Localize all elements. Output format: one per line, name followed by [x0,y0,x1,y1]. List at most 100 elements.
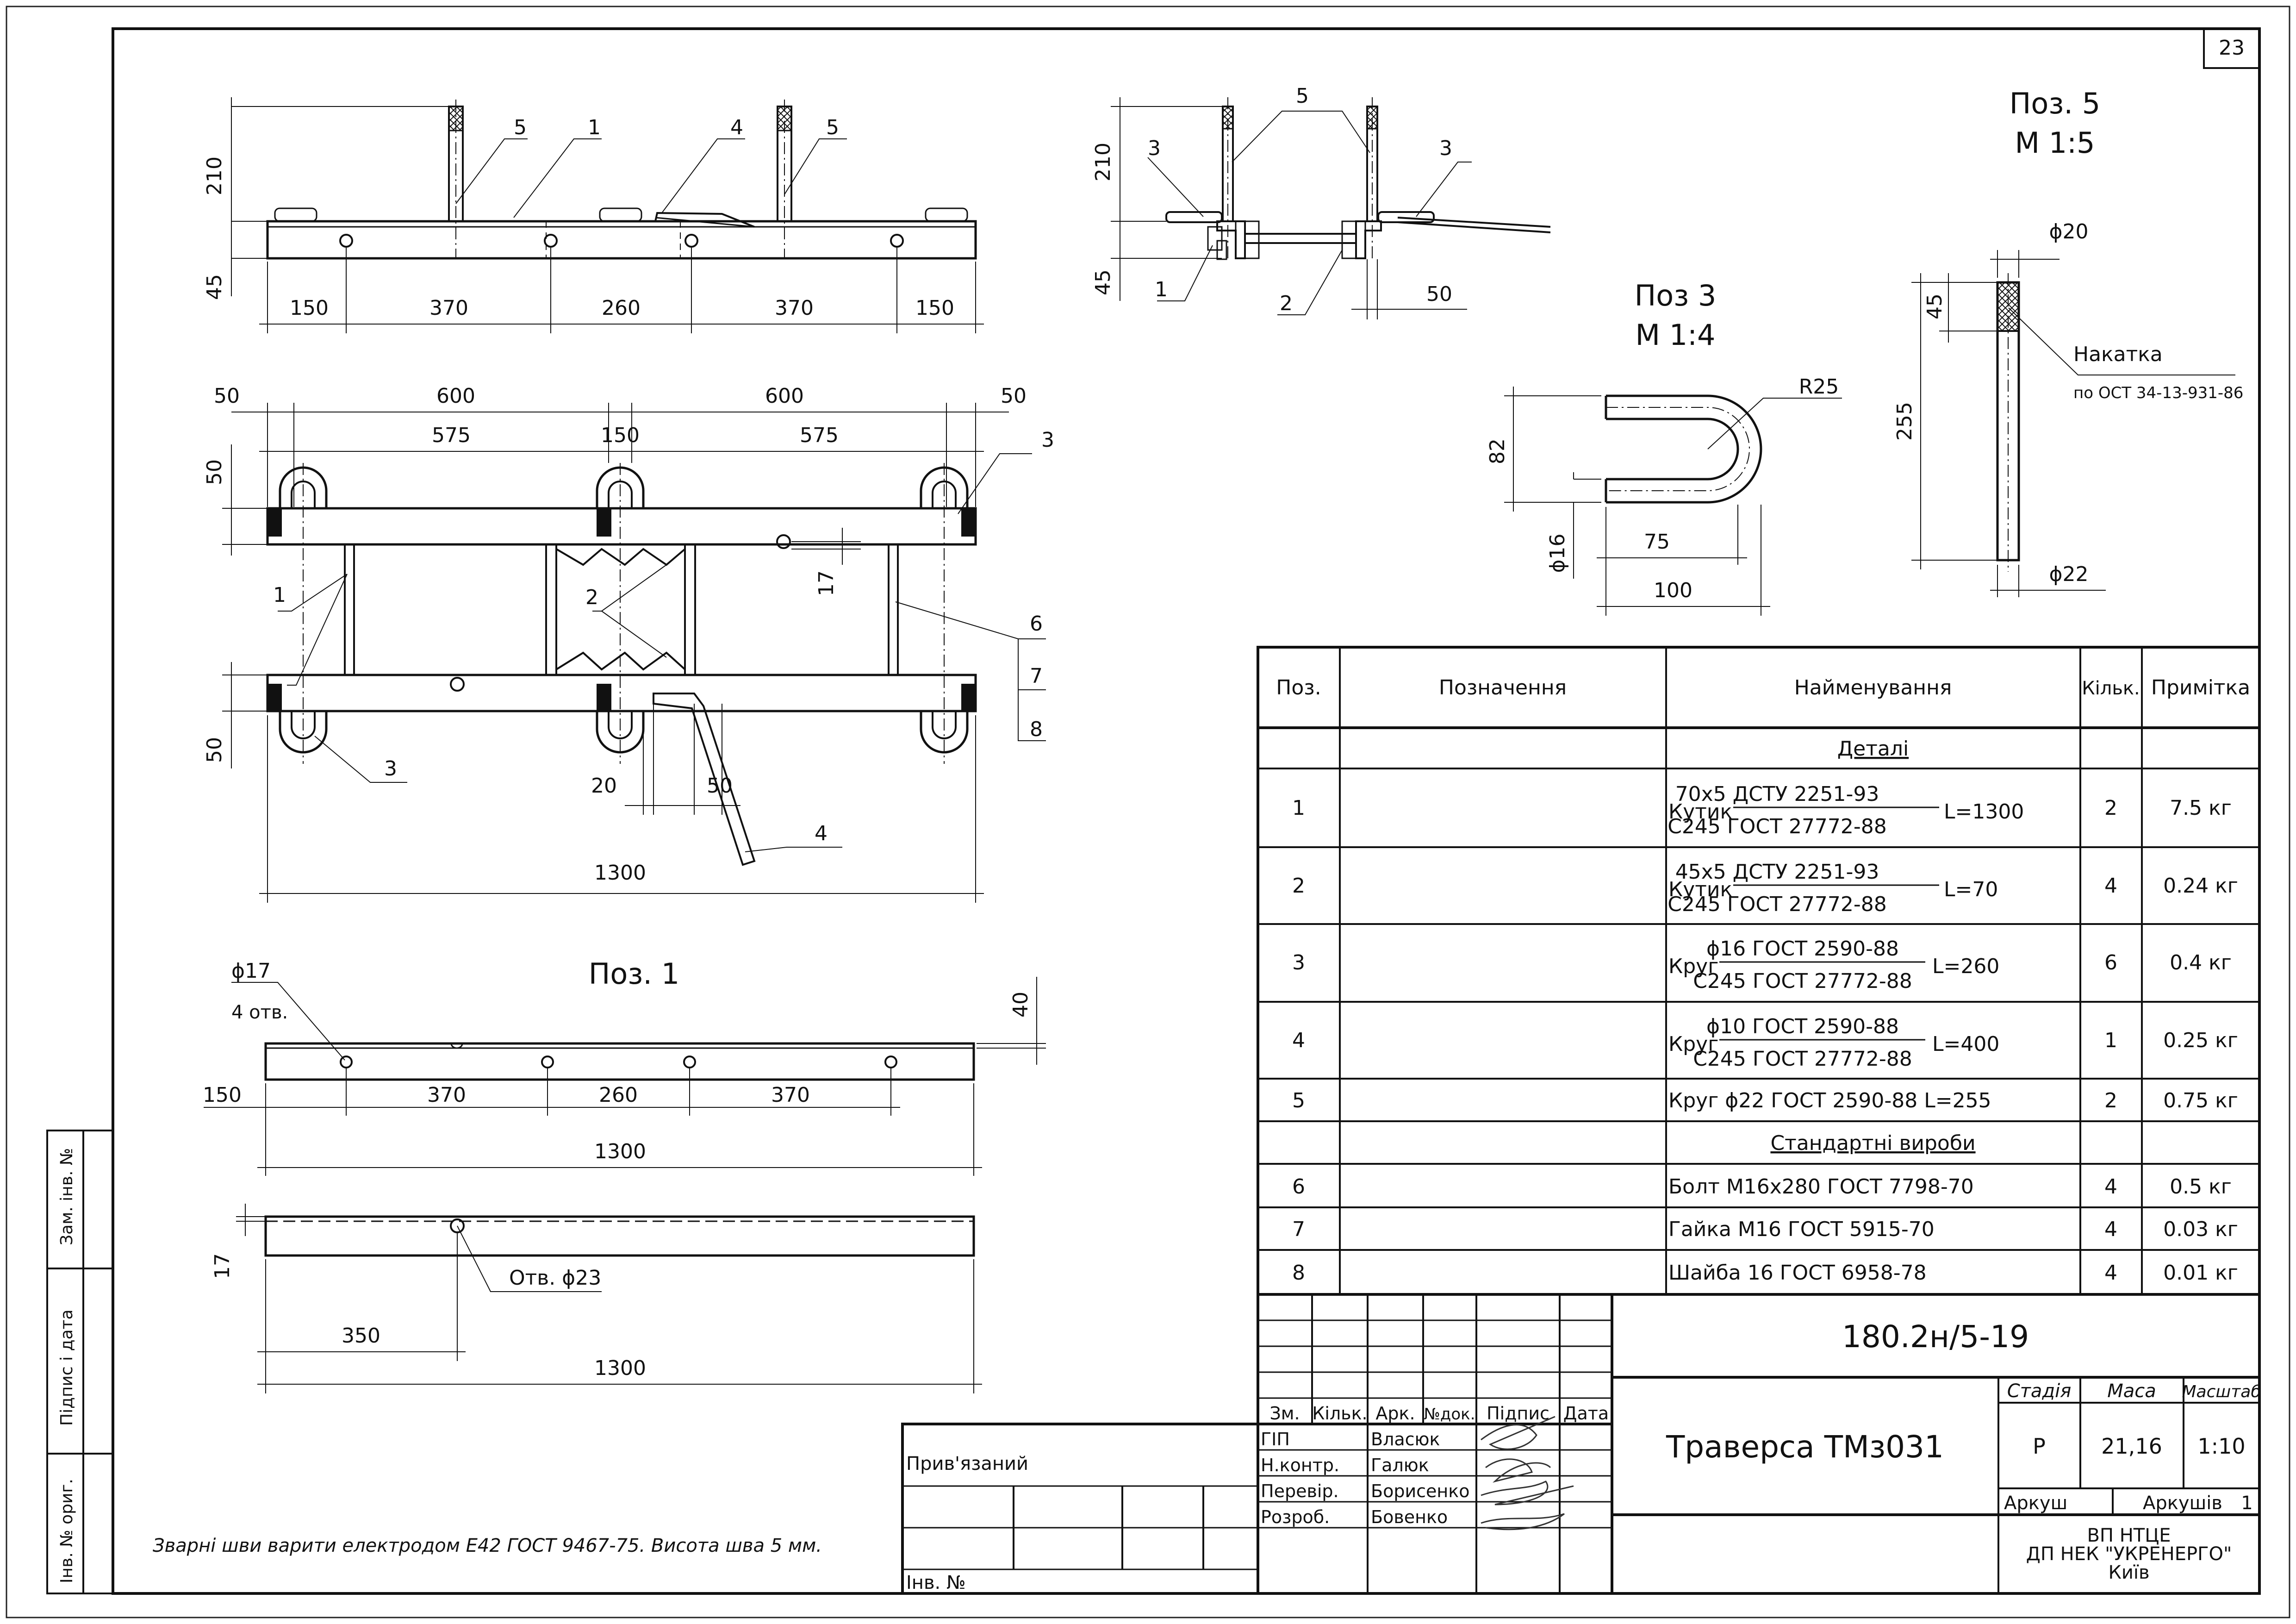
side-callout-5: 5 [1296,84,1309,108]
pos3-dim-outer: 100 [1654,579,1692,602]
tb-org-2: Київ [2108,1562,2149,1583]
front-callout-4: 4 [730,116,743,139]
spec-row-4: 4 Круг ϕ10 ГОСТ 2590-88 С245 ГОСТ 27772-… [1292,1015,2238,1071]
pos1-dim-370b: 370 [771,1083,810,1107]
spec-row-1-den: С245 ГОСТ 27772-88 [1668,815,1887,838]
spec-row-4-pos: 4 [1292,1029,1305,1052]
sheet-number-box [2203,28,2260,69]
front-callout-1: 1 [588,116,601,139]
spec-row-7-note: 0.03 кг [2163,1218,2238,1241]
pos3-scale: М 1:4 [1636,318,1716,352]
plan-dim-17: 17 [815,570,838,596]
left-stamp [46,1130,114,1594]
pos1-title: Поз. 1 [589,957,679,991]
spec-row-6-qty: 4 [2104,1175,2117,1199]
pos1-dim-350: 350 [342,1324,380,1348]
spec-row-7-qty: 4 [2104,1218,2117,1241]
pos3-diam: ϕ16 [1546,533,1569,573]
tb-org-1: ДП НЕК "УКРЕНЕРГО" [2026,1543,2232,1565]
spec-head-name: Найменування [1794,676,1952,700]
front-dim-0: 150 [290,296,329,320]
spec-row-8-text: Шайба 16 ГОСТ 6958-78 [1668,1261,1927,1285]
pos1-dim-total: 1300 [594,1140,646,1163]
pos1-dim-260: 260 [599,1083,638,1107]
stamp-replace-inv: Зам. інв. № [57,1148,76,1245]
spec-row-7: 7 Гайка М16 ГОСТ 5915-70 4 0.03 кг [1292,1218,2238,1241]
tb-code: 180.2н/5-19 [1842,1319,2029,1355]
spec-row-7-pos: 7 [1292,1218,1305,1241]
plan-callout-6: 6 [1030,612,1043,636]
tb-head-2: Арк. [1375,1403,1415,1424]
side-callout-2: 2 [1280,292,1293,315]
spec-row-8-note: 0.01 кг [2163,1261,2238,1285]
plan-top-dim-2: 600 [765,384,804,408]
tb-sheet-label: Аркуш [2004,1493,2067,1514]
signatures [1481,1416,1574,1530]
plan-dim-1300: 1300 [594,861,646,885]
plan-top-dim-1: 600 [436,384,475,408]
pos1-dim-17: 17 [211,1253,234,1279]
tb-name: Траверса ТМз031 [1666,1429,1944,1465]
spec-row-2-den: С245 ГОСТ 27772-88 [1668,893,1887,916]
spec-row-4-suffix: L=400 [1932,1032,1999,1056]
front-leaders [455,138,847,218]
side-dim-50: 50 [1426,282,1452,306]
spec-row-1: 1 Кутик 70х5 ДСТУ 2251-93 С245 ГОСТ 2777… [1292,782,2232,838]
spec-row-2: 2 Кутик 45х5 ДСТУ 2251-93 С245 ГОСТ 2777… [1292,860,2238,916]
tb-role-3: Розроб. [1261,1507,1330,1527]
tb-head-3: №док. [1424,1405,1475,1424]
spec-row-8-pos: 8 [1292,1261,1305,1285]
front-dim-2: 260 [602,296,641,320]
pos5-knurl-std: по ОСТ 34-13-931-86 [2073,384,2243,402]
spec-row-1-prefix: Кутик [1668,800,1732,824]
plan-callout-7: 7 [1030,664,1043,688]
front-callout-5a: 5 [514,116,527,139]
plan-callout-4: 4 [815,822,828,845]
pos5-dim-len: 255 [1893,402,1916,441]
pos5-scale: М 1:5 [2015,126,2095,160]
pos5-title: Поз. 5 [2010,87,2100,120]
tb-scale-label: Масштаб [2182,1382,2261,1401]
spec-head-note: Примітка [2151,676,2250,700]
spec-row-6-pos: 6 [1292,1175,1305,1199]
tb-org-0: ВП НТЦЕ [2087,1525,2171,1546]
pos1-dim-370a: 370 [427,1083,466,1107]
pos1-dim-h: 40 [1009,992,1033,1018]
pos3-dim-h: 82 [1486,438,1509,464]
tb-role-0: ГІП [1261,1429,1290,1449]
plan-mid-dim-1: 150 [601,424,640,447]
spec-row-2-num: 45х5 ДСТУ 2251-93 [1675,860,1879,884]
spec-row-1-qty: 2 [2104,796,2117,820]
pos1-hole2: Отв. ϕ23 [509,1266,601,1290]
spec-row-8: 8 Шайба 16 ГОСТ 6958-78 4 0.01 кг [1292,1261,2238,1285]
spec-row-6: 6 Болт М16х280 ГОСТ 7798-70 4 0.5 кг [1292,1175,2232,1199]
spec-head-qty: Кільк. [2082,678,2140,699]
spec-row-1-suffix: L=1300 [1944,800,2024,824]
front-dim-4: 150 [915,296,954,320]
plan-top-dim-3: 50 [1001,384,1027,408]
tb-mass-label: Маса [2107,1380,2156,1402]
plan-leaders [278,453,1046,852]
spec-row-3-qty: 6 [2104,951,2117,974]
side-callout-1: 1 [1155,278,1168,301]
spec-row-1-pos: 1 [1292,796,1305,820]
spec-row-3-num: ϕ16 ГОСТ 2590-88 [1706,937,1899,961]
spec-row-5: 5 Круг ϕ22 ГОСТ 2590-88 L=255 2 0.75 кг [1292,1089,2238,1112]
tb-linked: Прив'язаний [906,1453,1028,1474]
tb-role-2: Перевір. [1261,1481,1339,1501]
plan-dim-50b: 50 [203,737,226,763]
stamp-sign-date: Підпис і дата [57,1309,76,1426]
pos5-dim-knurl: 45 [1923,294,1947,319]
spec-row-4-note: 0.25 кг [2163,1029,2238,1052]
spec-row-5-note: 0.75 кг [2163,1089,2238,1112]
plan-mid-dim-0: 575 [432,424,471,447]
spec-row-2-pos: 2 [1292,874,1305,898]
spec-row-2-note: 0.24 кг [2163,874,2238,898]
spec-row-4-qty: 1 [2104,1029,2117,1052]
spec-row-1-note: 7.5 кг [2170,796,2232,820]
spec-section-details: Деталі [1837,737,1909,761]
spec-row-5-text: Круг ϕ22 ГОСТ 2590-88 L=255 [1668,1089,1991,1112]
plan-dim-50a: 50 [203,459,226,485]
spec-row-3-pos: 3 [1292,951,1305,974]
